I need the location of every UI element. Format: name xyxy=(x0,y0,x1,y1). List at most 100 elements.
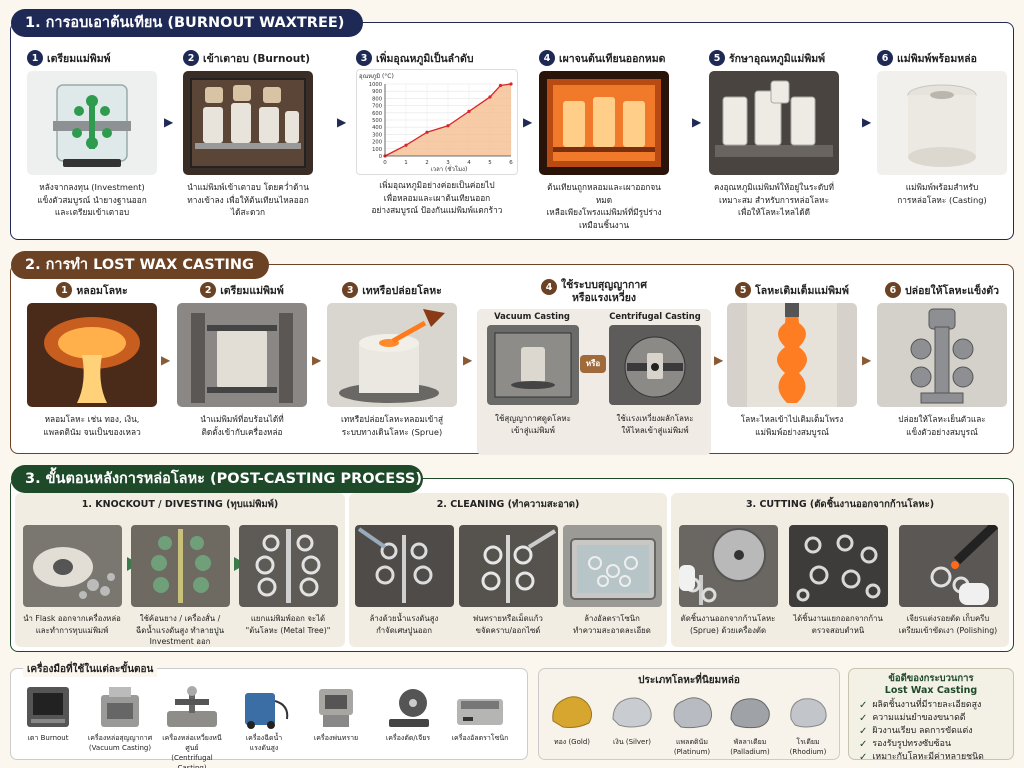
item-caption: ตัดชิ้นงานออกจากก้านโลหะ(Sprue) ด้วยเครื… xyxy=(680,614,776,635)
metal-label: แพลตตินัม(Platinum) xyxy=(673,738,711,756)
item-caption: นำ Flask ออกจากเครื่องหล่อและทำการทุบแม่… xyxy=(23,614,121,635)
cleaning-group: 2. CLEANING (ทำความสะอาด) ล้างด้วยน้ำแรง… xyxy=(349,493,667,647)
item-caption: ใช้ค้อนยาง / เครื่องสั่น /ฉีดน้ำแรงดันสู… xyxy=(135,614,225,646)
y-tick-label: 700 xyxy=(372,104,382,110)
group-title: 1. KNOCKOUT / DIVESTING (ทุบแม่พิมพ์) xyxy=(81,499,279,510)
arrow-right-icon: ▶ xyxy=(523,115,533,129)
metals-title: ประเภทโลหะที่นิยมหล่อ xyxy=(638,675,740,686)
palladium-nugget-icon xyxy=(730,698,770,729)
metal-filling-image xyxy=(727,303,857,407)
tool-label: เครื่องตัด/เจียร xyxy=(385,734,431,742)
data-point xyxy=(467,109,471,113)
flask-image xyxy=(27,71,157,175)
metal-palladium: พัลลาเดียม(Palladium) xyxy=(719,691,781,757)
metal-rhodium: โรเดียม(Rhodium) xyxy=(777,691,839,757)
series-area xyxy=(385,84,511,156)
item-caption: ล้างด้วยน้ำแรงดันสูงกำจัดเศษปูนออก xyxy=(369,614,439,635)
x-tick-label: 6 xyxy=(509,160,513,166)
arrow-right-icon: ▶ xyxy=(161,353,171,367)
y-tick-label: 200 xyxy=(372,140,382,146)
ready-mold-image xyxy=(877,71,1007,175)
y-tick-label: 300 xyxy=(372,132,382,138)
arrow-right-icon: ▶ xyxy=(862,353,872,367)
tool-label: เครื่องหล่อเหวี่ยงหนีศูนย์(Centrifugal C… xyxy=(162,734,222,768)
step-caption: นำแม่พิมพ์เข้าเตาอบ โดยคว่ำด้านทางเข้าลง… xyxy=(187,182,309,217)
item-caption: ได้ชิ้นงานแยกออกจากก้านตรวจสอบตำหนิ xyxy=(793,614,883,635)
vacuum-casting-caption: ใช้สุญญากาศดูดโลหะเข้าสู่แม่พิมพ์ xyxy=(495,414,571,435)
cutting-sprue-image xyxy=(679,525,778,607)
step-caption: หลอมโลหะ เช่น ทอง, เงิน,แพลตตินัม จนเป็น… xyxy=(43,414,141,437)
y-tick-label: 600 xyxy=(372,111,382,117)
x-tick-label: 5 xyxy=(488,160,492,166)
tool-centrifugal-casting: เครื่องหล่อเหวี่ยงหนีศูนย์(Centrifugal C… xyxy=(159,685,225,768)
investment-removal-image xyxy=(131,525,230,607)
step-number-badge: 2 xyxy=(200,282,217,298)
mold-in-machine-image xyxy=(177,303,307,407)
tool-label: เตา Burnout xyxy=(27,734,69,742)
metal-label: โรเดียม(Rhodium) xyxy=(789,738,827,756)
y-tick-label: 800 xyxy=(372,96,382,102)
tool-sandblaster: เครื่องพ่นทราย xyxy=(303,685,369,743)
tool-burnout-oven: เตา Burnout xyxy=(15,685,81,743)
tool-label: เครื่องพ่นทราย xyxy=(313,734,359,742)
step-title: ใช้ระบบสุญญากาศหรือแรงเหวี่ยง xyxy=(561,279,647,304)
sandblaster-icon xyxy=(319,689,353,727)
step-title: หลอมโลหะ xyxy=(76,284,128,297)
section-2-title: 2. การทำ LOST WAX CASTING xyxy=(11,251,269,279)
glowing-oven-image xyxy=(539,71,669,175)
step-title: รักษาอุณหภูมิแม่พิมพ์ xyxy=(729,52,826,65)
data-point xyxy=(488,95,492,99)
knockout-group: 1. KNOCKOUT / DIVESTING (ทุบแม่พิมพ์) นำ… xyxy=(15,493,345,647)
rhodium-nugget-icon xyxy=(790,698,827,728)
section-3-title: 3. ขั้นตอนหลังการหล่อโลหะ (POST-CASTING … xyxy=(11,465,423,493)
arrow-right-icon: ▶ xyxy=(312,353,322,367)
step-number-badge: 1 xyxy=(27,50,43,66)
y-tick-label: 500 xyxy=(372,118,382,124)
tool-cutter-grinder: เครื่องตัด/เจียร xyxy=(375,685,441,743)
y-axis-label: อุณหภูมิ (°C) xyxy=(359,73,394,80)
vacuum-casting-label: Vacuum Casting xyxy=(494,311,570,321)
centrifugal-casting-label: Centrifugal Casting xyxy=(609,311,701,321)
cutter-icon xyxy=(389,689,429,727)
step-caption: หลังจากลงทุน (Investment)แข็งตัวสมบูรณ์ … xyxy=(37,182,147,217)
tool-label: เครื่องฉีดน้ำแรงดันสูง xyxy=(245,734,283,752)
data-point xyxy=(509,82,513,86)
cutting-group: 3. CUTTING (ตัดชิ้นงานออกจากก้านโลหะ) ตั… xyxy=(671,493,1009,647)
x-tick-label: 3 xyxy=(446,160,450,166)
step-number-badge: 1 xyxy=(56,282,73,298)
data-point xyxy=(446,124,450,128)
advantages-list: ✓ผลิตชิ้นงานที่มีรายละเอียดสูง ✓ความแม่น… xyxy=(859,699,984,764)
metal-label: ทอง (Gold) xyxy=(553,738,591,746)
tool-label: เครื่องอัลตราโซนิก xyxy=(451,734,509,742)
hot-flasks-image xyxy=(709,71,839,175)
tool-vacuum-casting: เครื่องหล่อสุญญากาศ(Vacuum Casting) xyxy=(87,685,153,753)
tools-title: เครื่องมือที่ใช้ในแต่ละขั้นตอน xyxy=(23,662,158,677)
y-tick-label: 100 xyxy=(372,147,382,153)
step-caption: คงอุณหภูมิแม่พิมพ์ให้อยู่ในระดับที่เหมาะ… xyxy=(713,182,835,217)
check-icon: ✓ xyxy=(859,726,868,737)
oven-icon xyxy=(27,687,69,727)
step-title: เตรียมแม่พิมพ์ xyxy=(220,284,284,297)
centrifugal-casting-image xyxy=(609,325,701,405)
metal-gold: ทอง (Gold) xyxy=(541,691,603,747)
data-point xyxy=(404,143,408,147)
step-number-badge: 2 xyxy=(183,50,199,66)
step-number-badge: 4 xyxy=(541,279,557,295)
x-tick-label: 1 xyxy=(404,160,408,166)
advantage-item: ✓รองรับรูปทรงซับซ้อน xyxy=(859,739,951,750)
step-title: แม่พิมพ์พร้อมหล่อ xyxy=(897,52,977,65)
arrow-right-icon: ▶ xyxy=(714,353,724,367)
advantage-item: ✓ผิวงานเรียบ ลดการขัดแต่ง xyxy=(859,726,973,737)
item-caption: พ่นทรายหรือเม็ดแก้วขจัดคราบ/ออกไซด์ xyxy=(473,614,543,635)
y-tick-label: 400 xyxy=(372,125,382,131)
step-caption: ต้นเทียนถูกหลอมและเผาออกจนหมดเหลือเพียงโ… xyxy=(546,182,662,230)
check-icon: ✓ xyxy=(859,752,868,763)
arrow-right-icon: ▶ xyxy=(337,115,347,129)
